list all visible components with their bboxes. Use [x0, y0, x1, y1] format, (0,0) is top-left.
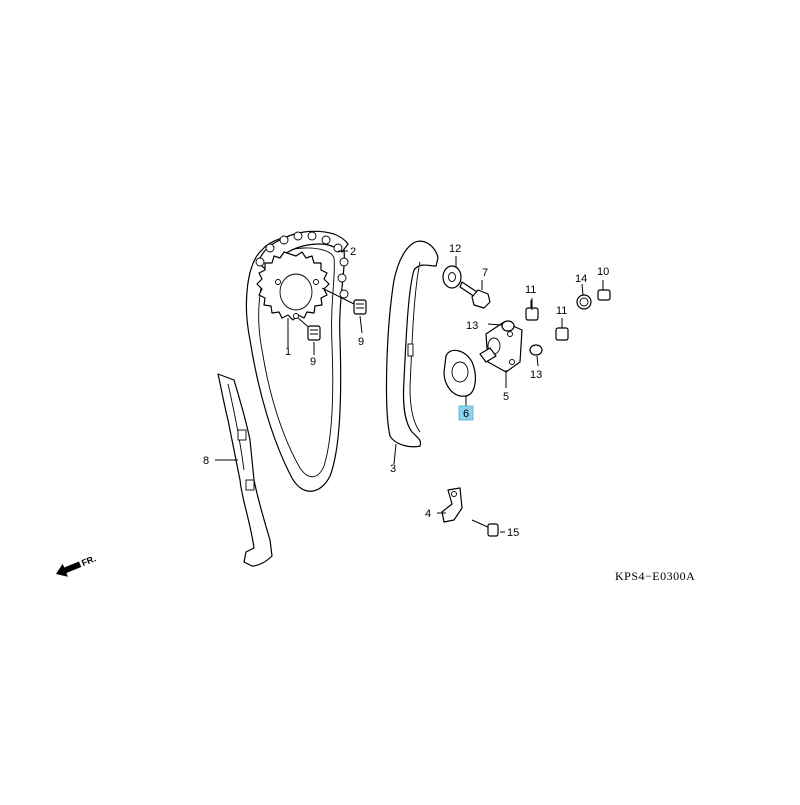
- bolt-15: [471, 519, 499, 537]
- callout-9-right: 9: [358, 336, 364, 348]
- callout-6-highlight: [458, 405, 474, 421]
- callout-7: 7: [482, 267, 488, 279]
- callout-11-upper: 11: [525, 284, 536, 296]
- callout-11-lower: 11: [556, 305, 567, 317]
- bolt-9-right: [321, 287, 367, 315]
- bolt-11-lower: [555, 327, 569, 341]
- callout-5: 5: [503, 391, 509, 403]
- bolt-9-lower: [297, 317, 321, 341]
- callout-8: 8: [203, 455, 209, 467]
- callout-10: 10: [597, 266, 609, 278]
- washer-12: [442, 265, 462, 289]
- chain-guide: [217, 373, 273, 567]
- callout-13-upper: 13: [466, 320, 478, 332]
- sealing-bolt-10: [597, 289, 611, 301]
- callout-4: 4: [425, 508, 431, 520]
- callout-2: 2: [350, 246, 356, 258]
- leader-lines: [215, 250, 604, 533]
- cam-sprocket: [256, 251, 330, 321]
- callouts: 1 2 3 4 5 6 7 8 9 9 10 11 11 12 13 13 14…: [203, 243, 609, 539]
- callout-13-lower: 13: [530, 369, 542, 381]
- callout-15: 15: [507, 527, 519, 539]
- o-ring-14: [576, 294, 592, 310]
- diagram-code: KPS4−E0300A: [615, 569, 695, 583]
- tensioner-lifter: [479, 321, 523, 373]
- callout-3: 3: [390, 463, 396, 475]
- stopper-plate: [441, 487, 463, 523]
- washer-13-upper: [501, 320, 515, 332]
- tensioner-gasket: [443, 349, 476, 397]
- callout-1: 1: [285, 346, 291, 358]
- washer-13-lower: [529, 344, 543, 356]
- callout-6: 6: [463, 408, 469, 420]
- callout-12: 12: [449, 243, 461, 255]
- chain-links: [255, 230, 349, 299]
- callout-14: 14: [575, 273, 587, 285]
- pivot-bolt-7: [459, 281, 491, 309]
- front-label: FR.: [80, 553, 97, 568]
- front-arrow: FR.: [56, 553, 97, 577]
- tensioner-slipper: [385, 240, 439, 448]
- callout-9-lower: 9: [310, 356, 316, 368]
